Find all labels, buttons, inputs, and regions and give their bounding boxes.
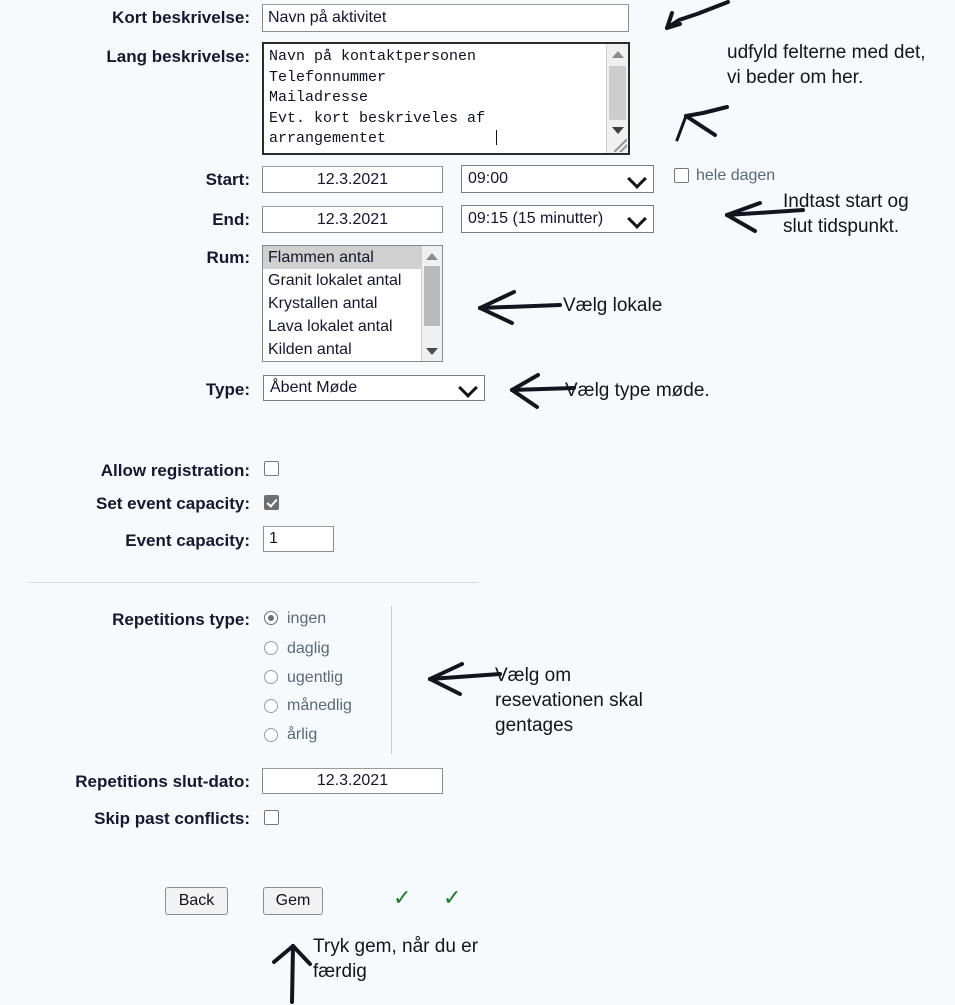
all-day-checkbox[interactable] xyxy=(674,168,689,183)
end-label: End: xyxy=(212,210,250,229)
allow-registration-checkbox[interactable] xyxy=(264,461,279,476)
save-button[interactable]: Gem xyxy=(263,887,323,915)
chevron-down-icon xyxy=(627,169,647,189)
scrollbar-thumb[interactable] xyxy=(609,66,626,120)
room-option-4[interactable]: Kilden antal xyxy=(268,341,352,358)
room-listbox-scrollbar[interactable] xyxy=(421,246,442,361)
end-date-input[interactable] xyxy=(262,206,443,233)
status-check-icon-1: ✓ xyxy=(393,886,412,911)
repetitions-type-radio-ugentlig[interactable] xyxy=(264,670,278,684)
annotation-press-save: Tryk gem, når du er færdig xyxy=(313,936,479,982)
repetitions-type-label: Repetitions type: xyxy=(112,610,250,629)
start-label: Start: xyxy=(205,170,250,189)
repetitions-type-option-maanedlig: månedlig xyxy=(287,697,352,714)
repetitions-group-divider xyxy=(391,606,392,754)
textarea-scrollbar[interactable] xyxy=(606,44,628,153)
section-divider xyxy=(28,582,478,583)
annotation-arrow-fill-fields-icon xyxy=(665,0,730,30)
scroll-up-arrow-icon[interactable] xyxy=(422,248,442,264)
chevron-down-icon xyxy=(627,209,647,229)
room-option-1[interactable]: Granit lokalet antal xyxy=(268,272,402,289)
allow-registration-label: Allow registration: xyxy=(100,461,250,480)
repetitions-end-date-label: Repetitions slut-dato: xyxy=(75,772,250,791)
repetitions-type-radio-daglig[interactable] xyxy=(264,641,278,655)
back-button[interactable]: Back xyxy=(165,887,228,915)
repetitions-type-option-daglig: daglig xyxy=(287,640,330,657)
annotation-arrow-press-save-icon xyxy=(272,944,312,1004)
annotation-choose-repeat: Vælg om resevationen skal gentages xyxy=(495,665,643,736)
end-time-select[interactable]: 09:15 (15 minutter) xyxy=(461,205,654,233)
room-option-2[interactable]: Krystallen antal xyxy=(268,295,378,312)
type-select[interactable]: Åbent Møde xyxy=(263,375,485,401)
set-event-capacity-label: Set event capacity: xyxy=(95,494,250,513)
scrollbar-thumb[interactable] xyxy=(424,266,440,326)
annotation-choose-room: Vælg lokale xyxy=(563,295,663,316)
long-description-text: Navn på kontaktpersonen Telefonnummer Ma… xyxy=(269,48,486,147)
repetitions-type-radio-maanedlig[interactable] xyxy=(264,699,278,713)
annotation-arrow-choose-type-icon xyxy=(510,373,576,409)
short-description-label: Kort beskrivelse: xyxy=(112,8,250,27)
scroll-down-arrow-icon[interactable] xyxy=(607,122,628,138)
repetitions-type-option-ingen: ingen xyxy=(287,610,327,627)
repetitions-type-option-ugentlig: ugentlig xyxy=(287,669,344,686)
type-label: Type: xyxy=(205,380,250,399)
annotation-arrow-choose-repeat-icon xyxy=(428,662,502,696)
start-time-select[interactable]: 09:00 xyxy=(461,165,654,193)
resize-grip-icon[interactable] xyxy=(614,139,627,152)
room-label: Rum: xyxy=(206,248,250,267)
text-caret xyxy=(496,130,497,145)
room-listbox[interactable]: Flammen antal Granit lokalet antal Kryst… xyxy=(262,245,443,362)
type-value: Åbent Møde xyxy=(270,379,358,396)
all-day-label: hele dagen xyxy=(696,167,776,184)
annotation-arrow-enter-times-icon xyxy=(725,201,805,233)
repetitions-type-option-aarlig: årlig xyxy=(287,726,318,743)
start-date-input[interactable] xyxy=(262,166,443,193)
set-event-capacity-checkbox[interactable] xyxy=(264,495,279,510)
scroll-down-arrow-icon[interactable] xyxy=(422,343,442,359)
event-capacity-label: Event capacity: xyxy=(125,531,250,550)
repetitions-end-date-input[interactable] xyxy=(262,768,443,794)
event-capacity-input[interactable] xyxy=(263,526,334,552)
room-option-3[interactable]: Lava lokalet antal xyxy=(268,318,393,335)
repetitions-type-radio-ingen[interactable] xyxy=(264,611,278,625)
annotation-fill-fields: udfyld felterne med det, vi beder om her… xyxy=(727,42,926,88)
long-description-textarea[interactable]: Navn på kontaktpersonen Telefonnummer Ma… xyxy=(262,42,630,155)
skip-past-conflicts-label: Skip past conflicts: xyxy=(94,809,250,828)
status-check-icon-2: ✓ xyxy=(443,886,462,911)
chevron-down-icon xyxy=(458,378,478,398)
room-option-0[interactable]: Flammen antal xyxy=(263,246,442,269)
scroll-up-arrow-icon[interactable] xyxy=(607,46,628,62)
repetitions-type-radio-aarlig[interactable] xyxy=(264,728,278,742)
skip-past-conflicts-checkbox[interactable] xyxy=(264,810,279,825)
annotation-enter-times: Indtast start og slut tidspunkt. xyxy=(783,191,909,237)
annotation-choose-type: Vælg type møde. xyxy=(565,380,710,401)
start-time-value: 09:00 xyxy=(468,170,509,187)
short-description-input[interactable] xyxy=(262,4,629,32)
annotation-arrow-choose-room-icon xyxy=(478,290,562,325)
long-description-label: Lang beskrivelse: xyxy=(106,47,250,66)
end-time-value: 09:15 (15 minutter) xyxy=(468,210,604,227)
annotation-arrow-long-description-icon xyxy=(675,105,729,142)
